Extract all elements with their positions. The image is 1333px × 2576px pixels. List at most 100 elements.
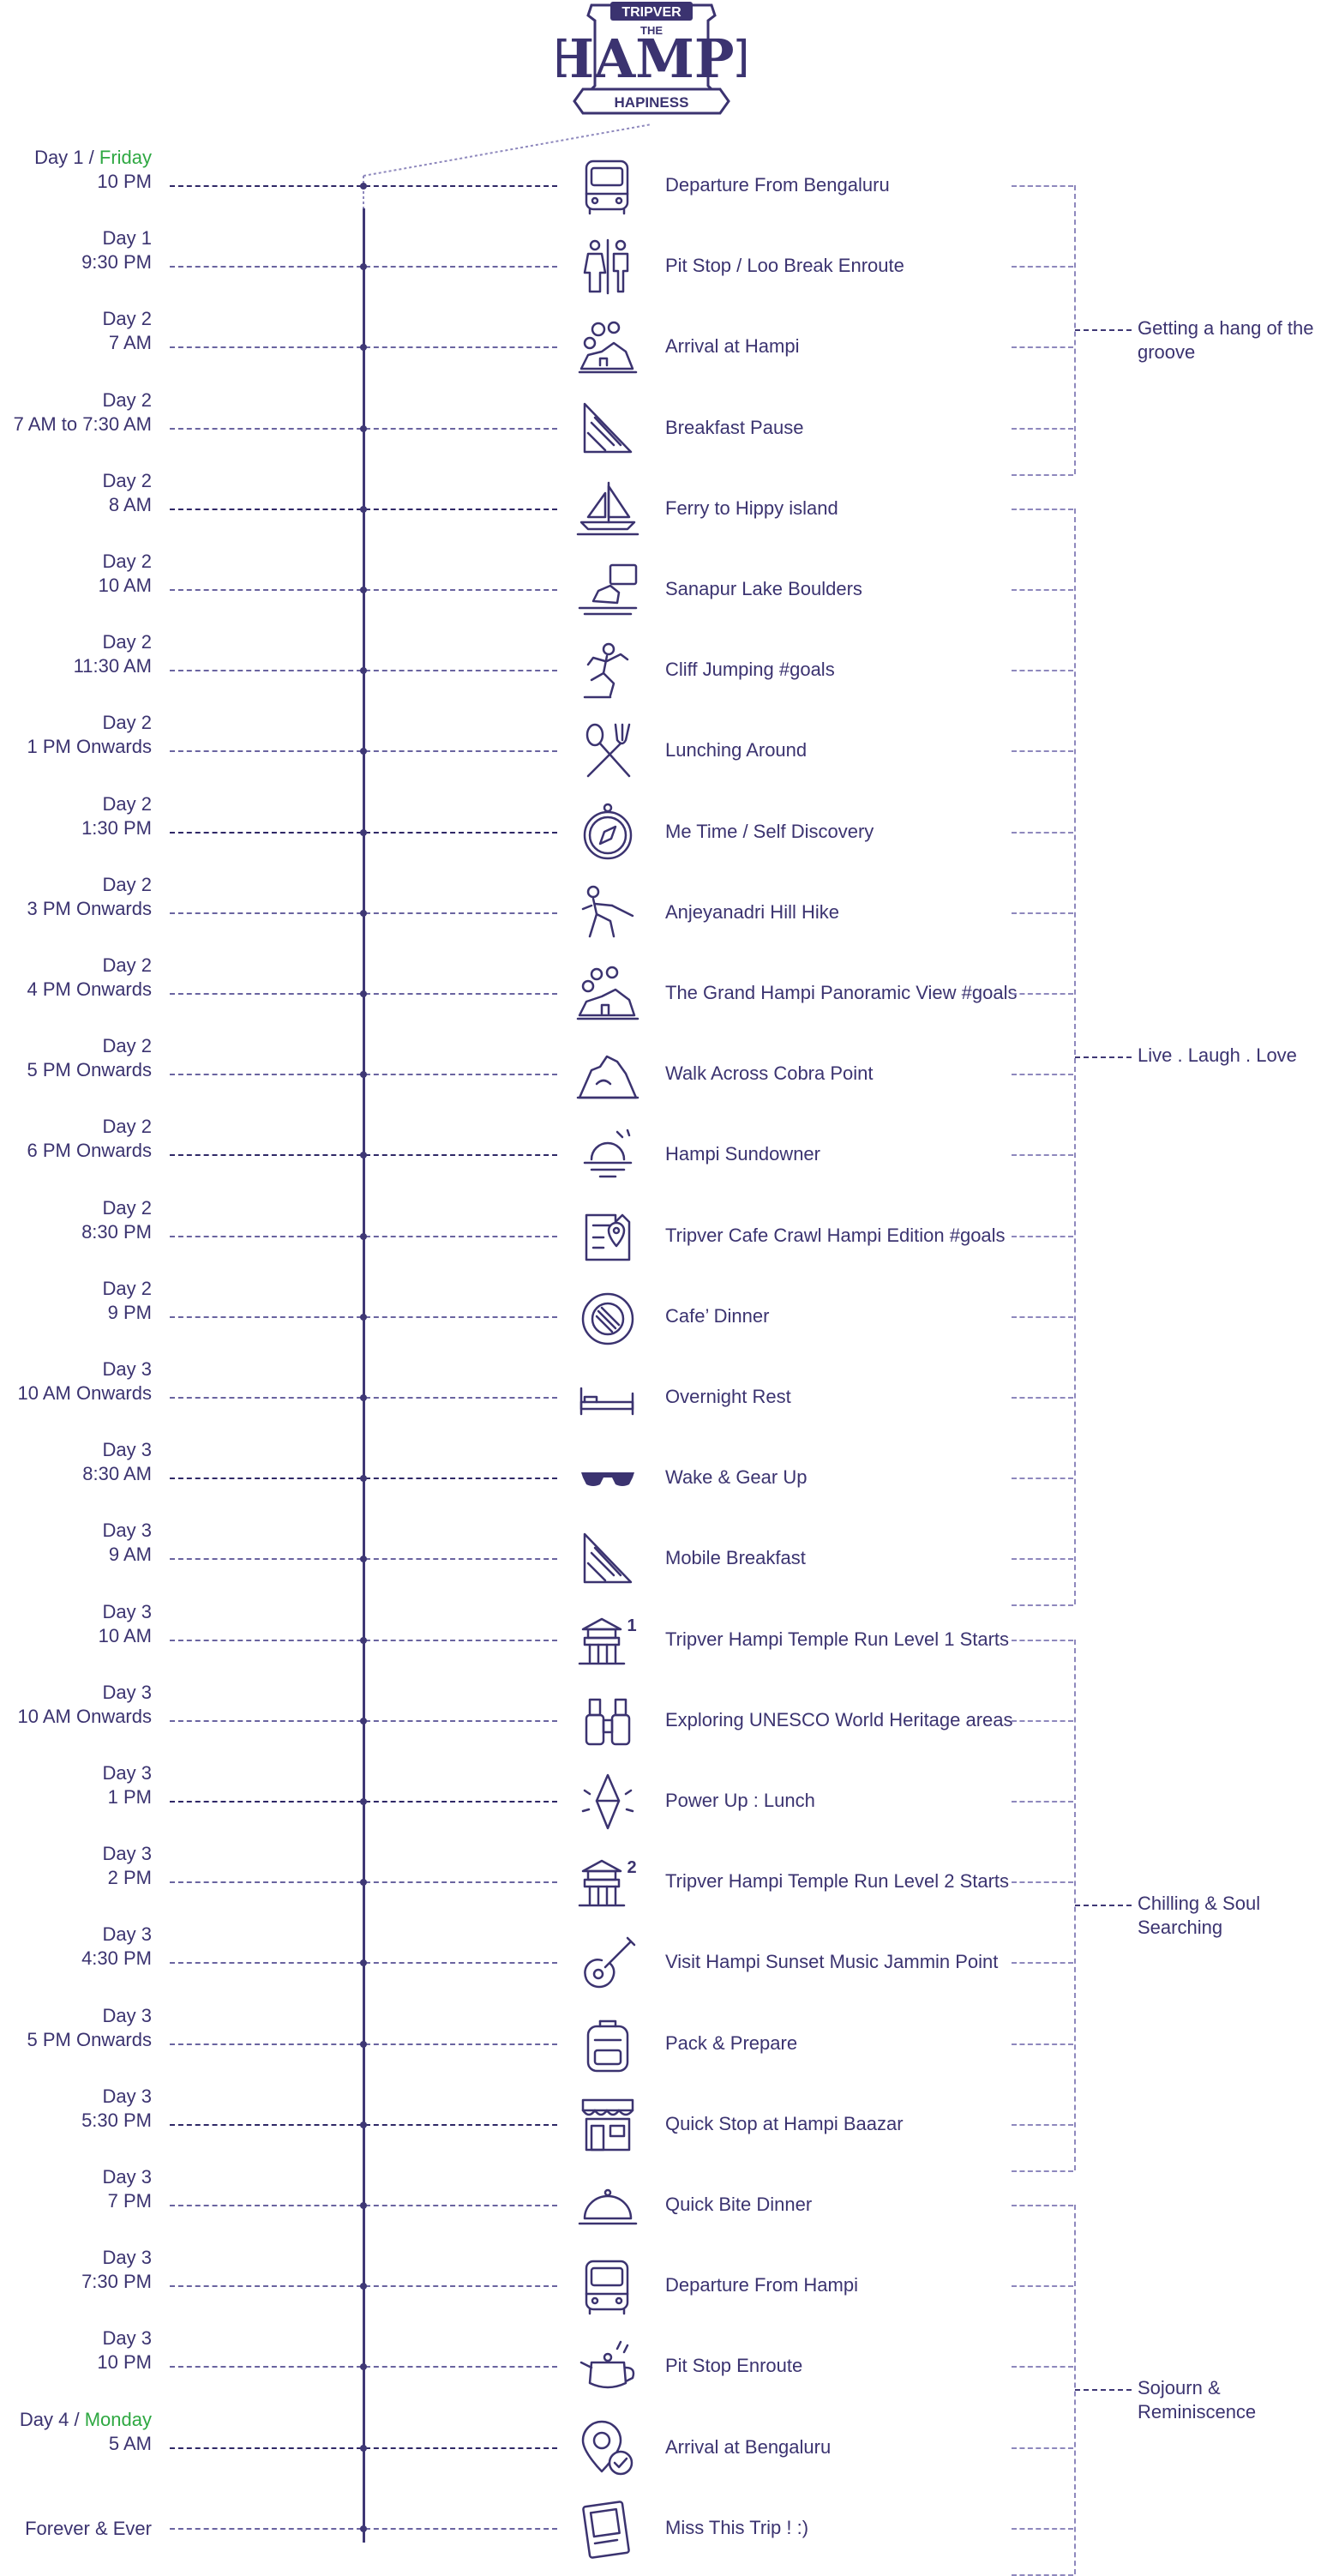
schedule-row: Day 2 1 PM Onwards Lunching Around xyxy=(0,711,1333,791)
day-label: Day 3 xyxy=(0,2326,152,2350)
activity-connector xyxy=(1012,2527,1073,2530)
rock-hill-icon xyxy=(576,1044,639,1104)
time-label: 7:30 PM xyxy=(81,2271,152,2293)
timeline-node xyxy=(360,1636,367,1644)
activity-label: Miss This Trip ! :) xyxy=(665,2516,809,2538)
group-bracket-cap xyxy=(1012,473,1073,476)
time-label: 10 PM xyxy=(97,171,152,192)
time-label: 8:30 PM xyxy=(81,1220,152,1243)
activity-label: Exploring UNESCO World Heritage areas xyxy=(665,1708,1013,1730)
timeline-node xyxy=(360,1798,367,1805)
activity-label: Arrival at Bengaluru xyxy=(665,2435,832,2458)
temple-1-icon: 1 xyxy=(576,1610,639,1670)
activity-connector xyxy=(1012,1478,1073,1480)
schedule-time: Day 2 9 PM xyxy=(0,1277,152,1325)
day-text: Day 2 xyxy=(102,1277,152,1299)
temple-2-icon: 2 xyxy=(576,1852,639,1912)
weekday-accent: Monday xyxy=(84,2408,152,2430)
activity-label: Visit Hampi Sunset Music Jammin Point xyxy=(665,1951,999,1973)
map-pin-icon xyxy=(576,1207,639,1267)
activity-connector xyxy=(1012,1074,1073,1076)
day-text: Day 2 xyxy=(102,1196,152,1219)
schedule-time: Day 2 3 PM Onwards xyxy=(0,873,153,921)
backpack-icon xyxy=(576,2014,639,2074)
group-bracket-cap xyxy=(1012,185,1073,187)
day-text: Forever & Ever xyxy=(25,2517,152,2539)
activity-label: Anjeyanadri Hill Hike xyxy=(665,900,839,923)
day-text: Day 2 xyxy=(102,388,152,411)
activity-label: Mobile Breakfast xyxy=(665,1547,806,1569)
timeline-node xyxy=(360,263,367,271)
schedule-row: Day 2 7 AM to 7:30 AM Breakfast Pause xyxy=(0,388,1333,469)
day-text: Day 4 / xyxy=(19,2408,85,2430)
day-text: Day 3 xyxy=(102,1358,152,1380)
day-label: Day 2 xyxy=(0,873,152,897)
compass-icon xyxy=(576,803,639,863)
day-label: Day 4 / Monday xyxy=(0,2408,152,2432)
schedule-time: Day 2 8:30 PM xyxy=(0,1196,152,1244)
time-label: 8:30 AM xyxy=(82,1463,152,1485)
group-bracket-cap xyxy=(1012,2170,1073,2172)
group-label: Getting a hang of the groove xyxy=(1138,317,1314,364)
time-label: 6 PM Onwards xyxy=(27,1140,153,1162)
schedule-row: Day 3 10 AM Onwards Overnight Rest xyxy=(0,1357,1333,1438)
schedule-row: Day 2 10 AM Sanapur Lake Boulders xyxy=(0,550,1333,630)
activity-connector xyxy=(1012,346,1073,349)
schedule-row: Day 3 7:30 PM Departure From Hampi xyxy=(0,2246,1333,2326)
activity-label: Power Up : Lunch xyxy=(665,1790,815,1811)
day-label: Day 3 xyxy=(0,2085,152,2109)
activity-label: Cliff Jumping #goals xyxy=(665,659,835,681)
day-label: Day 2 xyxy=(0,1034,152,1058)
schedule-row: Day 2 9 PM Cafe’ Dinner xyxy=(0,1277,1333,1357)
bed-icon xyxy=(576,1368,639,1428)
crystal-icon xyxy=(576,1772,639,1832)
schedule-time: Day 1 9:30 PM xyxy=(0,226,152,274)
day-label: Day 3 xyxy=(0,1600,152,1624)
time-label: 9 PM xyxy=(107,1301,152,1323)
activity-connector xyxy=(1012,750,1073,753)
logo-brand: TRIPVER xyxy=(621,5,682,20)
day-text: Day 3 xyxy=(102,1843,152,1865)
activity-label: Me Time / Self Discovery xyxy=(665,820,874,842)
schedule-row: Day 2 5 PM Onwards Walk Across Cobra Poi… xyxy=(0,1034,1333,1115)
day-label: Day 3 xyxy=(0,1842,152,1866)
group-label: Sojourn & Reminiscence xyxy=(1138,2377,1257,2423)
location-check-icon xyxy=(576,2418,639,2478)
activity-label: Overnight Rest xyxy=(665,1386,791,1407)
schedule-row: Day 2 8:30 PM Tripver Cafe Crawl Hampi E… xyxy=(0,1196,1333,1277)
day-label: Day 2 xyxy=(0,1115,152,1139)
activity-connector xyxy=(1012,1558,1073,1561)
schedule-time: Day 1 / Friday 10 PM xyxy=(0,146,152,194)
van-icon xyxy=(576,2256,639,2316)
day-text: Day 3 xyxy=(102,1923,152,1946)
activity-label: Tripver Hampi Temple Run Level 1 Starts xyxy=(665,1628,1010,1650)
timeline-node xyxy=(360,2202,367,2209)
activity-label: Arrival at Hampi xyxy=(665,335,800,358)
group-bracket-tick xyxy=(1075,2389,1132,2392)
day-text: Day 3 xyxy=(102,2247,152,2269)
activity-label: Breakfast Pause xyxy=(665,416,804,438)
activity-connector xyxy=(1012,1962,1073,1965)
sandwich-icon xyxy=(576,399,639,459)
activity-label: Walk Across Cobra Point xyxy=(665,1062,874,1085)
activity-label: Hampi Sundowner xyxy=(665,1143,820,1165)
time-label: 5:30 PM xyxy=(81,2109,152,2131)
activity-connector xyxy=(1012,1235,1073,1237)
shop-icon xyxy=(576,2095,639,2155)
activity-label: Lunching Around xyxy=(665,739,808,761)
activity-connector xyxy=(1012,266,1073,268)
timeline-node xyxy=(360,183,367,190)
cloche-icon xyxy=(576,2176,639,2236)
teapot-icon xyxy=(576,2337,639,2397)
timeline-node xyxy=(360,990,367,997)
group-bracket-cap xyxy=(1012,1639,1073,1641)
day-text: Day 2 xyxy=(102,469,152,491)
schedule-row: Day 4 / Monday 5 AM Arrival at Bengaluru xyxy=(0,2408,1333,2489)
activity-connector xyxy=(1012,1719,1073,1722)
day-label: Day 3 xyxy=(0,2165,152,2189)
weekday-accent: Friday xyxy=(99,147,152,168)
activity-label: Departure From Hampi xyxy=(665,2274,858,2296)
activity-label: Pit Stop / Loo Break Enroute xyxy=(665,255,904,277)
day-label: Day 3 xyxy=(0,2004,152,2028)
day-text: Day 2 xyxy=(102,1035,152,1057)
